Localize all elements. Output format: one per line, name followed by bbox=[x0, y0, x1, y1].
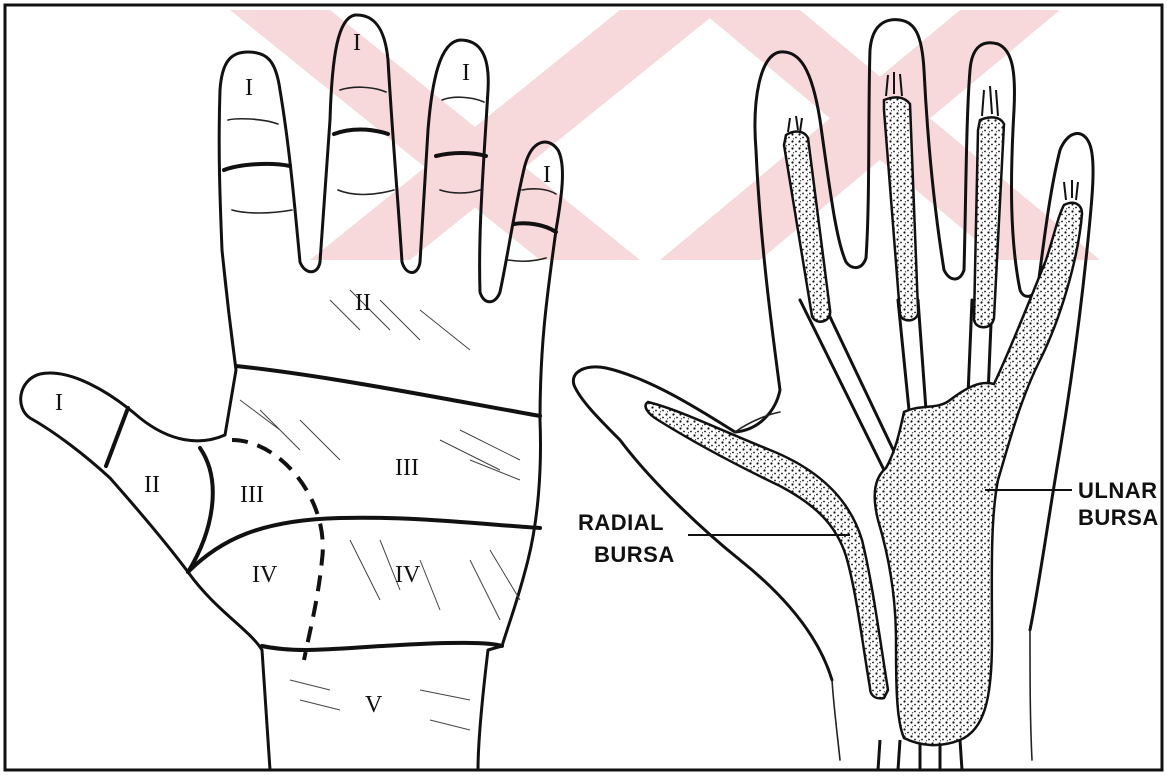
zone-palm-middle-thenar: III bbox=[240, 482, 264, 508]
ulnar-bursa-label-line1: ULNAR bbox=[1078, 478, 1158, 503]
zone-wrist: V bbox=[365, 692, 383, 718]
radial-bursa bbox=[646, 402, 888, 698]
ulnar-bursa-label-line2: BURSA bbox=[1078, 505, 1159, 530]
zone-thumb-tip: I bbox=[55, 390, 63, 416]
zone-palm-proximal-ulnar: IV bbox=[395, 562, 421, 588]
zone-palm-proximal-thenar: IV bbox=[252, 562, 278, 588]
zone-palm-distal: II bbox=[355, 290, 371, 316]
zone-thumb-proximal: II bbox=[144, 472, 160, 498]
zone-fingertip-index: I bbox=[245, 75, 253, 101]
zone-fingertip-ring: I bbox=[462, 60, 470, 86]
zone-palm-middle-ulnar: III bbox=[395, 455, 419, 481]
thenar-dashed-line bbox=[232, 440, 323, 660]
radial-bursa-label-line2: BURSA bbox=[594, 542, 675, 567]
zone-fingertip-little: I bbox=[543, 162, 551, 188]
zone-fingertip-middle: I bbox=[353, 30, 361, 56]
radial-bursa-label-line1: RADIAL bbox=[578, 510, 664, 535]
